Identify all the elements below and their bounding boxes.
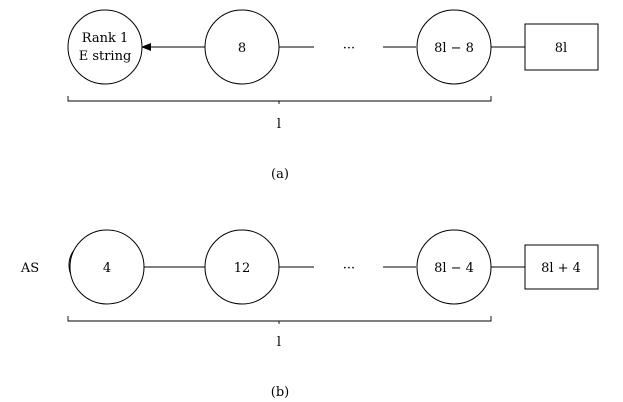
flavor-box-8l-plus-4-label: 8l + 4	[541, 261, 581, 276]
diagram-b: 4 AS 12 ··· 8l − 4 8l + 4 l (b)	[20, 229, 599, 400]
node-8-label: 8	[238, 41, 246, 56]
ellipsis: ···	[343, 41, 355, 56]
node-4	[69, 229, 145, 305]
brace-label: l	[277, 335, 281, 350]
node-rank1-e-string	[67, 9, 143, 85]
node-rank1-label-line1: Rank 1	[82, 31, 129, 46]
node-8l-minus-8-label: 8l − 8	[434, 41, 474, 56]
flavor-box-8l	[524, 23, 599, 71]
node-8	[204, 9, 280, 85]
flavor-box-8l-plus-4	[524, 244, 599, 290]
node-4-label: 4	[103, 261, 111, 276]
node-8l-minus-8	[416, 9, 492, 85]
flavor-box-8l-label: 8l	[555, 41, 567, 56]
node-8l-minus-4	[416, 229, 492, 305]
node-8l-minus-4-label: 8l − 4	[434, 261, 474, 276]
brace	[67, 96, 492, 104]
diagram-a: Rank 1 E string 8 ··· 8l − 8 8l l (a)	[67, 9, 599, 182]
as-label: AS	[20, 261, 39, 276]
node-12	[204, 229, 280, 305]
caption-b: (b)	[271, 385, 289, 400]
node-rank1-label-line2: E string	[79, 49, 132, 64]
brace-label: l	[277, 117, 281, 132]
caption-a: (a)	[271, 167, 289, 182]
brace	[67, 316, 492, 324]
node-12-label: 12	[234, 261, 251, 276]
ellipsis: ···	[343, 261, 355, 276]
